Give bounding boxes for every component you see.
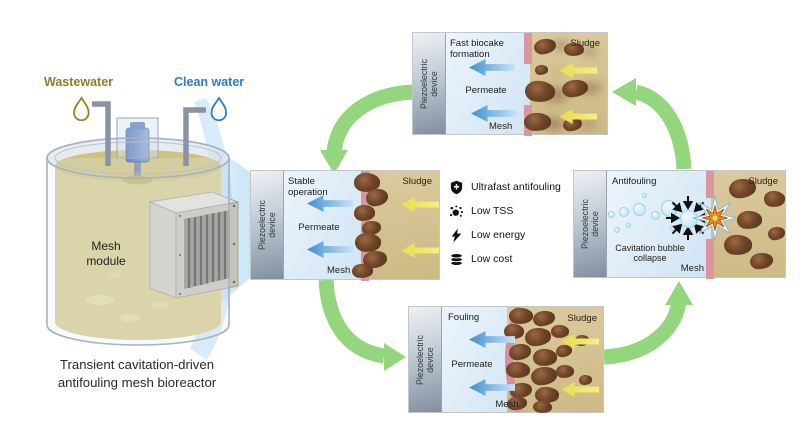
- sludge-blob: [532, 309, 556, 328]
- sludge-blob: [561, 78, 589, 99]
- mesh-label: Mesh: [327, 265, 351, 276]
- mesh-strip: [706, 239, 714, 279]
- panel-title: Fast biocake formation: [450, 38, 504, 60]
- piezoelectric-device-strip: Piezoelectric device: [413, 33, 446, 134]
- cavitation-bubble: [608, 211, 615, 218]
- mesh-strip: [706, 171, 714, 198]
- piezoelectric-device-strip: Piezoelectric device: [409, 307, 442, 412]
- clean-water-label: Clean water: [174, 75, 245, 89]
- sludge-blob: [365, 187, 389, 208]
- benefit-low-cost: Low cost: [449, 247, 574, 271]
- panel-fast-biocake-formation: Piezoelectric device Fast biocake format…: [412, 32, 608, 136]
- cycle-arrow-bottom-to-right: [603, 300, 687, 365]
- sludge-blob: [530, 366, 558, 386]
- sludge-blob: [523, 79, 557, 104]
- shield-plus-icon: [450, 180, 463, 194]
- sludge-blob: [508, 343, 532, 361]
- benefit-label: Low energy: [471, 229, 526, 241]
- clean-water-pipe: [183, 107, 206, 166]
- panel-fouling: Piezoelectric device Fouling Permeate Me…: [408, 306, 604, 414]
- cycle-arrowhead-up: [665, 281, 693, 305]
- sludge-blob: [353, 204, 376, 222]
- mesh-label: Mesh: [489, 121, 513, 132]
- cavitation-collapse-label: Cavitation bubble collapse: [615, 243, 685, 264]
- caption-line-1: Transient cavitation-driven: [59, 357, 215, 372]
- sludge-blob: [533, 37, 557, 56]
- sludge-blob: [351, 263, 374, 279]
- bioreactor-tank: [46, 117, 240, 346]
- panel-title: Antifouling: [612, 176, 657, 187]
- sludge-blobs: [413, 33, 607, 134]
- wastewater-droplet-icon: [73, 96, 90, 122]
- benefit-label: Low cost: [471, 253, 513, 265]
- piezoelectric-device-strip: Piezoelectric device: [251, 171, 284, 279]
- benefits-list: Ultrafast antifouling Low TSS Low energy…: [449, 175, 574, 271]
- cavitation-bubble: [651, 211, 660, 220]
- benefit-low-energy: Low energy: [449, 223, 574, 247]
- wastewater-pipe: [92, 101, 111, 166]
- sludge-blob: [532, 348, 558, 367]
- permeate-label: Permeate: [465, 85, 507, 96]
- sludge-blob: [550, 324, 570, 339]
- benefit-label: Low TSS: [471, 205, 514, 217]
- panel-antifouling: Piezoelectric device Antifouling Ca: [573, 170, 786, 279]
- cavitation-bubble: [614, 227, 620, 233]
- sludge-blob: [524, 327, 552, 347]
- mesh-label: Mesh: [680, 263, 704, 274]
- mesh-strip: [524, 33, 532, 64]
- lightning-icon: [451, 227, 462, 243]
- coins-icon: [450, 252, 463, 266]
- cycle-arrow-right-to-top: [633, 84, 692, 170]
- cycle-arrow-left-to-bottom: [318, 279, 386, 364]
- sludge-blob: [535, 65, 548, 75]
- cycle-arrow-top-to-left: [326, 84, 414, 154]
- sludge-blob: [505, 360, 531, 380]
- clean-water-droplet-icon: [210, 96, 228, 122]
- cycle-arrows: [318, 78, 693, 371]
- benefit-label: Ultrafast antifouling: [471, 181, 561, 193]
- mesh-module-label: Mesh module: [86, 239, 126, 268]
- cavitation-bubble: [642, 193, 647, 198]
- panel-stable-operation: Piezoelectric device Stable operation Pe…: [250, 170, 440, 281]
- sludge-label: Sludge: [567, 313, 597, 324]
- cavitation-burst-icon: [692, 195, 738, 241]
- piezoelectric-device-strip: Piezoelectric device: [574, 171, 607, 277]
- caption-line-2: antifouling mesh bioreactor: [57, 375, 217, 391]
- panel-title: Fouling: [448, 312, 480, 323]
- sludge-blob: [579, 375, 592, 385]
- wastewater-label: Wastewater: [44, 75, 114, 89]
- sludge-label: Sludge: [748, 176, 778, 187]
- particles-icon: [449, 205, 463, 217]
- mesh-label: Mesh: [495, 399, 519, 410]
- cavitation-bubble: [626, 223, 631, 228]
- figure-caption: Transient cavitation-driven antifouling …: [36, 356, 238, 393]
- benefit-low-tss: Low TSS: [449, 199, 574, 223]
- sludge-label: Sludge: [570, 38, 600, 49]
- sludge-blob: [555, 364, 575, 379]
- cavitation-bubble: [633, 203, 646, 216]
- cycle-arrowhead-left: [612, 78, 636, 106]
- mesh-module: [148, 191, 240, 299]
- sludge-blob: [532, 400, 553, 414]
- benefit-ultrafast-antifouling: Ultrafast antifouling: [449, 175, 574, 199]
- cavitation-bubble: [619, 207, 629, 217]
- sludge-blob: [508, 307, 534, 325]
- cycle-arrowhead-right: [384, 343, 406, 371]
- panel-title: Stable operation: [288, 176, 328, 198]
- permeate-label: Permeate: [298, 222, 340, 233]
- sludge-label: Sludge: [402, 176, 432, 187]
- cycle-arrowhead-down: [320, 150, 348, 174]
- sludge-blob: [523, 112, 552, 132]
- permeate-label: Permeate: [451, 359, 493, 370]
